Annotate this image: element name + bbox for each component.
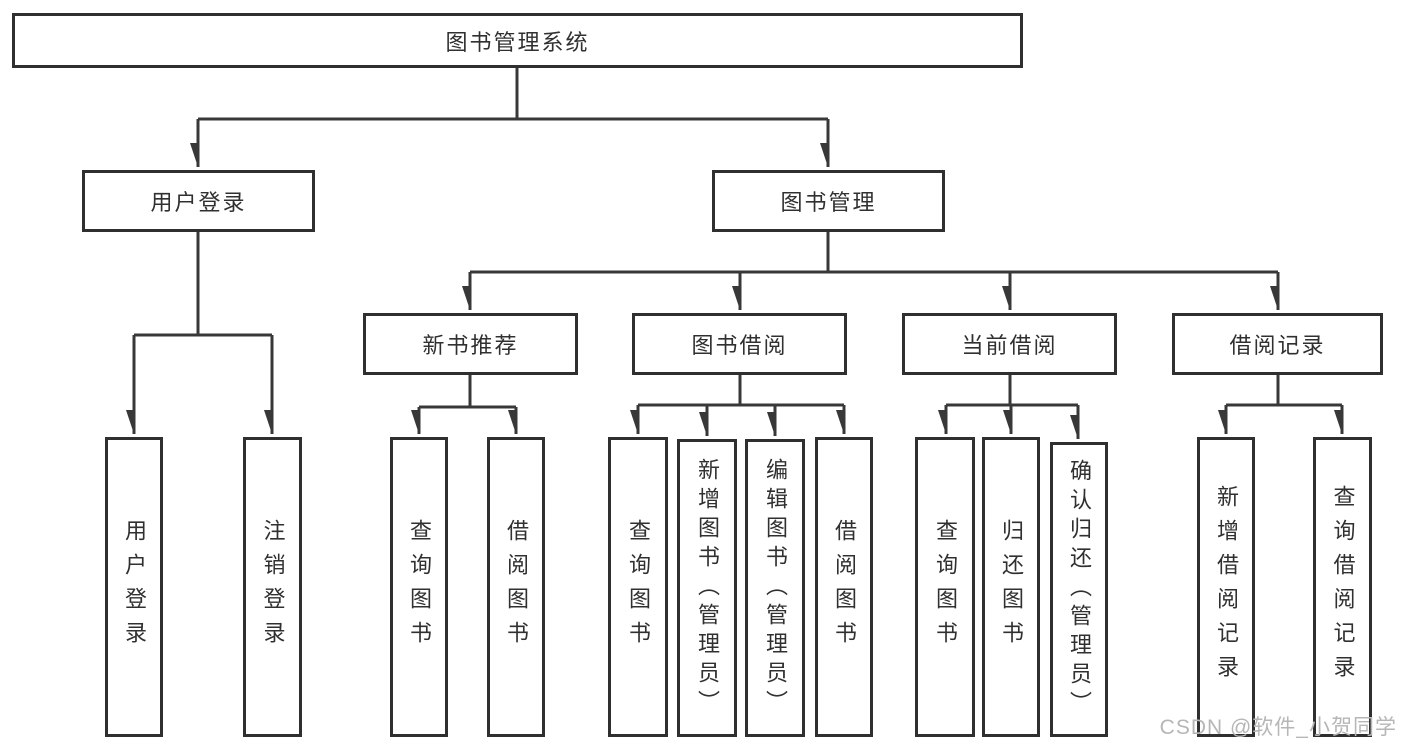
node-book-management: 图书管理 xyxy=(712,170,945,232)
leaf-return-book: 归还图书 xyxy=(982,437,1040,737)
edges-borrow-records xyxy=(1226,375,1344,434)
edges-book-borrow xyxy=(638,375,846,436)
node-book-borrow: 图书借阅 xyxy=(632,313,847,375)
leaf-add-book-admin: 新增图书（管理员） xyxy=(677,439,737,737)
leaf-borrow-book-2: 借阅图书 xyxy=(815,437,873,737)
leaf-confirm-return-admin: 确认归还（管理员） xyxy=(1050,442,1108,737)
edges-book-management xyxy=(470,232,1280,310)
node-user-login: 用户登录 xyxy=(82,170,315,232)
leaf-add-borrow-record: 新增借阅记录 xyxy=(1197,437,1255,737)
leaf-user-login: 用户登录 xyxy=(105,437,163,737)
leaf-query-book-2: 查询图书 xyxy=(608,437,668,737)
node-library-system: 图书管理系统 xyxy=(12,13,1023,68)
node-borrow-records: 借阅记录 xyxy=(1172,313,1383,375)
node-new-book-recommend: 新书推荐 xyxy=(363,313,578,375)
leaf-query-borrow-record: 查询借阅记录 xyxy=(1313,437,1372,737)
leaf-edit-book-admin: 编辑图书（管理员） xyxy=(745,439,805,737)
leaf-logout: 注销登录 xyxy=(243,437,302,737)
leaf-query-book-1: 查询图书 xyxy=(390,437,448,737)
csdn-watermark: CSDN @软件_小贺同学 xyxy=(1159,716,1397,739)
edges-new-book-recommend xyxy=(419,375,518,434)
leaf-query-book-3: 查询图书 xyxy=(915,437,975,737)
edges-root xyxy=(198,68,830,167)
leaf-borrow-book-1: 借阅图书 xyxy=(487,437,545,737)
node-current-borrow: 当前借阅 xyxy=(902,313,1117,375)
edges-current-borrow xyxy=(946,375,1080,439)
edges-user-login xyxy=(134,232,274,434)
